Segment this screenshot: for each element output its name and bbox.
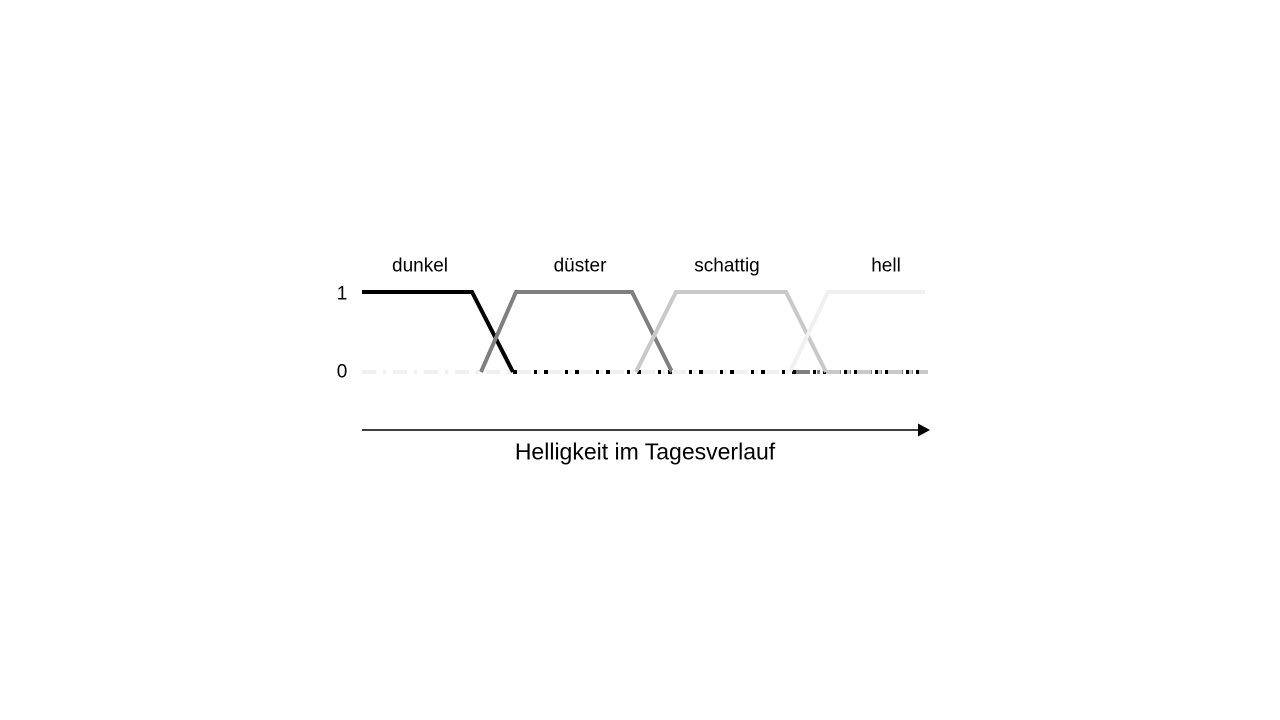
series-curve-0 <box>362 290 515 373</box>
series-curve-2 <box>634 290 828 373</box>
series-label-duester: düster <box>553 255 607 277</box>
series-label-hell: hell <box>871 255 901 277</box>
y-tick-label-1: 1 <box>336 283 348 305</box>
x-axis-caption: Helligkeit im Tagesverlauf <box>514 438 776 465</box>
series-curve-1 <box>479 290 674 373</box>
series-label-dunkel: dunkel <box>392 255 448 277</box>
series-label-schattig: schattig <box>694 255 760 277</box>
series-curve-3 <box>788 290 925 373</box>
x-axis-arrow <box>362 423 930 437</box>
series-path-group <box>362 290 928 374</box>
y-tick-label-0: 0 <box>336 361 348 383</box>
